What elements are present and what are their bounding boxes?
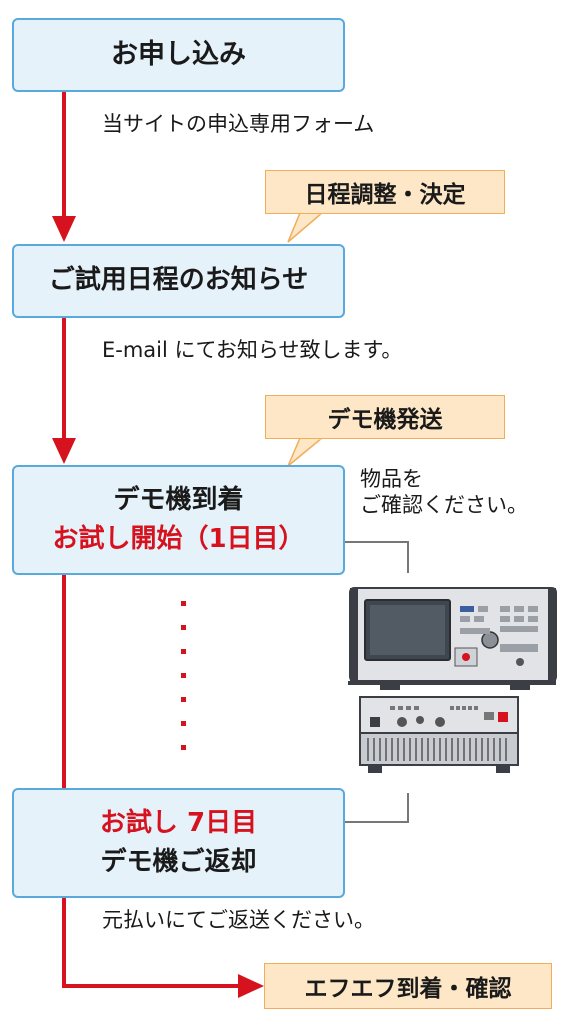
callout-schedule-decision-label: 日程調整・決定 [304,182,466,208]
step-return-day7: お試し 7日目 [99,807,258,838]
step-return-box: お試し 7日目 デモ機ご返却 [12,788,345,898]
step-return-title: デモ機ご返却 [100,847,257,877]
check-bracket-bottom [345,793,409,823]
callout-demo-shipping-label: デモ機発送 [327,407,443,433]
callout-tail-2 [287,437,325,467]
return-arrow-head [238,974,264,998]
step-arrival-box: デモ機到着 お試し開始（1日目） [12,465,345,575]
note-check-line1: 物品を [360,467,423,491]
check-bracket-top [345,541,409,573]
arrow-head-2 [52,438,76,464]
callout-receipt-label: エフエフ到着・確認 [304,976,512,1002]
callout-demo-shipping: デモ機発送 [265,395,505,439]
arrow-head-1 [52,216,76,242]
note-check-items: 物品を ご確認ください。 [360,466,528,519]
dotted-trial-marks [181,601,186,750]
note-form: 当サイトの申込専用フォーム [102,112,375,136]
step-arrival-title: デモ機到着 [113,484,244,515]
step-apply-box: お申し込み [12,18,345,92]
callout-receipt: エフエフ到着・確認 [264,963,552,1009]
note-return-ship: 元払いにてご返送ください。 [102,908,375,932]
amplifier-device-icon [359,696,519,773]
analyzer-device-icon [348,587,557,690]
return-arrow-line [62,898,240,988]
step-apply-label: お申し込み [111,38,246,70]
step-schedule-label: ご試用日程のお知らせ [48,265,309,296]
callout-tail-1 [287,212,325,243]
note-check-line2: ご確認ください。 [360,493,528,518]
step-schedule-box: ご試用日程のお知らせ [12,244,345,318]
callout-schedule-decision: 日程調整・決定 [265,170,505,214]
step-arrival-trial-start: お試し開始（1日目） [52,524,305,554]
note-email: E-mail にてお知らせ致します。 [102,338,403,362]
